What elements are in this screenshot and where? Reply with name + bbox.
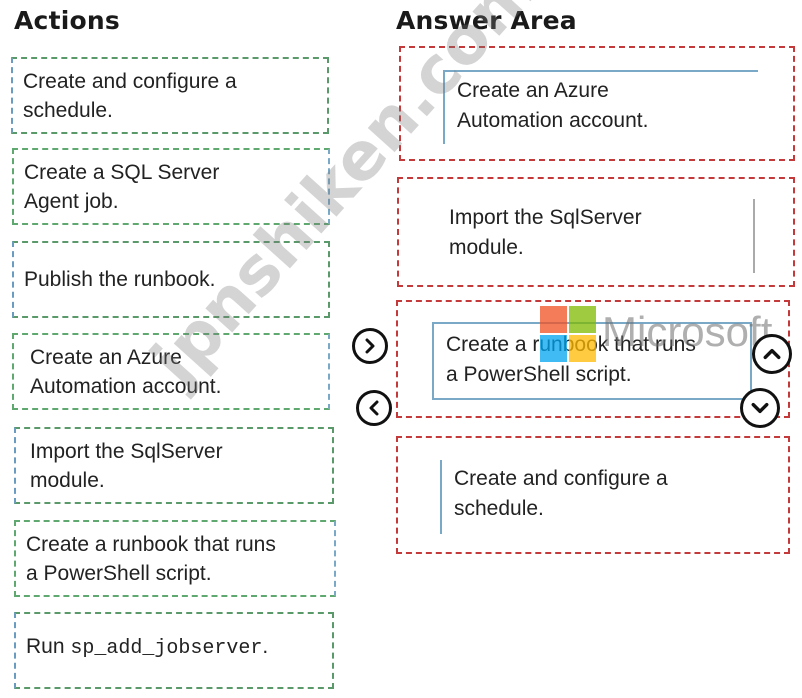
answer-item-create-automation-account[interactable]: Create an Azure Automation account. [443,70,758,144]
action-item-create-runbook[interactable]: Create a runbook that runs a PowerShell … [14,520,336,597]
action-item-text: Publish the runbook. [24,268,216,291]
answer-item-create-schedule[interactable]: Create and configure a schedule. [440,460,758,534]
action-item-text: Create and configure a [23,70,237,93]
answer-item-text: schedule. [454,497,544,520]
action-item-create-agent-job[interactable]: Create a SQL Server Agent job. [12,148,330,225]
action-item-import-sqlserver[interactable]: Import the SqlServer module. [14,427,334,504]
answer-item-create-runbook[interactable]: Create a runbook that runs a PowerShell … [432,322,752,400]
chevron-right-icon [365,338,375,354]
answer-item-text: Import the SqlServer [449,206,642,229]
move-down-button[interactable] [740,388,780,428]
chevron-down-icon [751,402,769,414]
action-item-run-sp-add-jobserver[interactable]: Run sp_add_jobserver. [14,612,334,689]
answer-item-import-sqlserver[interactable]: Import the SqlServer module. [437,199,755,273]
action-item-create-schedule[interactable]: Create and configure a schedule. [11,57,329,134]
actions-heading: Actions [14,6,120,35]
action-item-publish-runbook[interactable]: Publish the runbook. [12,241,330,318]
action-item-text: Import the SqlServer [30,440,223,463]
answer-item-text: module. [449,236,524,259]
answer-item-text: Create an Azure [457,79,609,102]
action-item-text: Create an Azure [30,346,182,369]
answer-slot-4[interactable]: Create and configure a schedule. [396,436,790,554]
answer-slot-2[interactable]: Import the SqlServer module. [397,177,795,287]
chevron-left-icon [369,400,379,416]
answer-slot-3[interactable]: Create a runbook that runs a PowerShell … [396,300,790,418]
move-left-button[interactable] [356,390,392,426]
action-item-text: Create a SQL Server [24,161,220,184]
action-item-text: a PowerShell script. [26,562,212,585]
chevron-up-icon [763,348,781,360]
action-item-text: schedule. [23,99,113,122]
move-up-button[interactable] [752,334,792,374]
action-item-create-automation-account[interactable]: Create an Azure Automation account. [12,333,330,410]
answer-item-text: a PowerShell script. [446,363,632,386]
action-item-text: module. [30,469,105,492]
answer-item-text: Create a runbook that runs [446,333,696,356]
answer-item-text: Create and configure a [454,467,668,490]
move-right-button[interactable] [352,328,388,364]
action-item-text: Run [26,635,71,658]
action-item-text: Create a runbook that runs [26,533,276,556]
answer-item-text: Automation account. [457,109,649,132]
action-item-code: sp_add_jobserver [70,637,263,660]
answer-slot-1[interactable]: Create an Azure Automation account. [399,46,795,161]
action-item-text: Automation account. [30,375,222,398]
answer-area-heading: Answer Area [396,6,577,35]
action-item-text: . [262,635,269,658]
action-item-text: Agent job. [24,190,119,213]
